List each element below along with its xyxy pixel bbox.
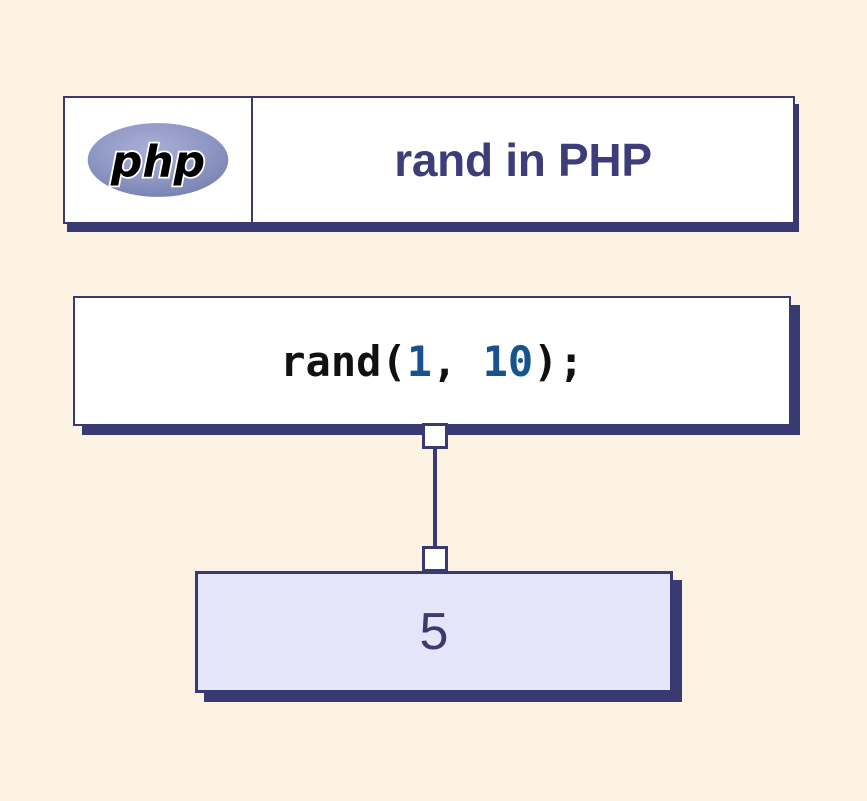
svg-text:php: php: [110, 136, 205, 187]
code-arg-max: 10: [482, 336, 534, 386]
header-logo-cell: php: [65, 98, 253, 222]
code-suffix: );: [533, 336, 584, 386]
code-arg-min: 1: [406, 336, 432, 386]
header-bar: php rand in PHP: [63, 96, 795, 224]
result-value: 5: [419, 603, 449, 661]
header-title-cell: rand in PHP: [253, 98, 793, 222]
connector-line: [433, 436, 437, 560]
code-prefix: rand(: [280, 336, 407, 386]
code-box: rand(1, 10);: [73, 296, 791, 426]
connector-node-top: [422, 423, 448, 449]
code-separator: ,: [432, 336, 483, 386]
connector-node-bottom: [422, 546, 448, 572]
result-box: 5: [195, 571, 673, 693]
code-snippet: rand(1, 10);: [280, 337, 583, 386]
php-logo-icon: php: [87, 123, 229, 197]
page-title: rand in PHP: [394, 134, 652, 186]
